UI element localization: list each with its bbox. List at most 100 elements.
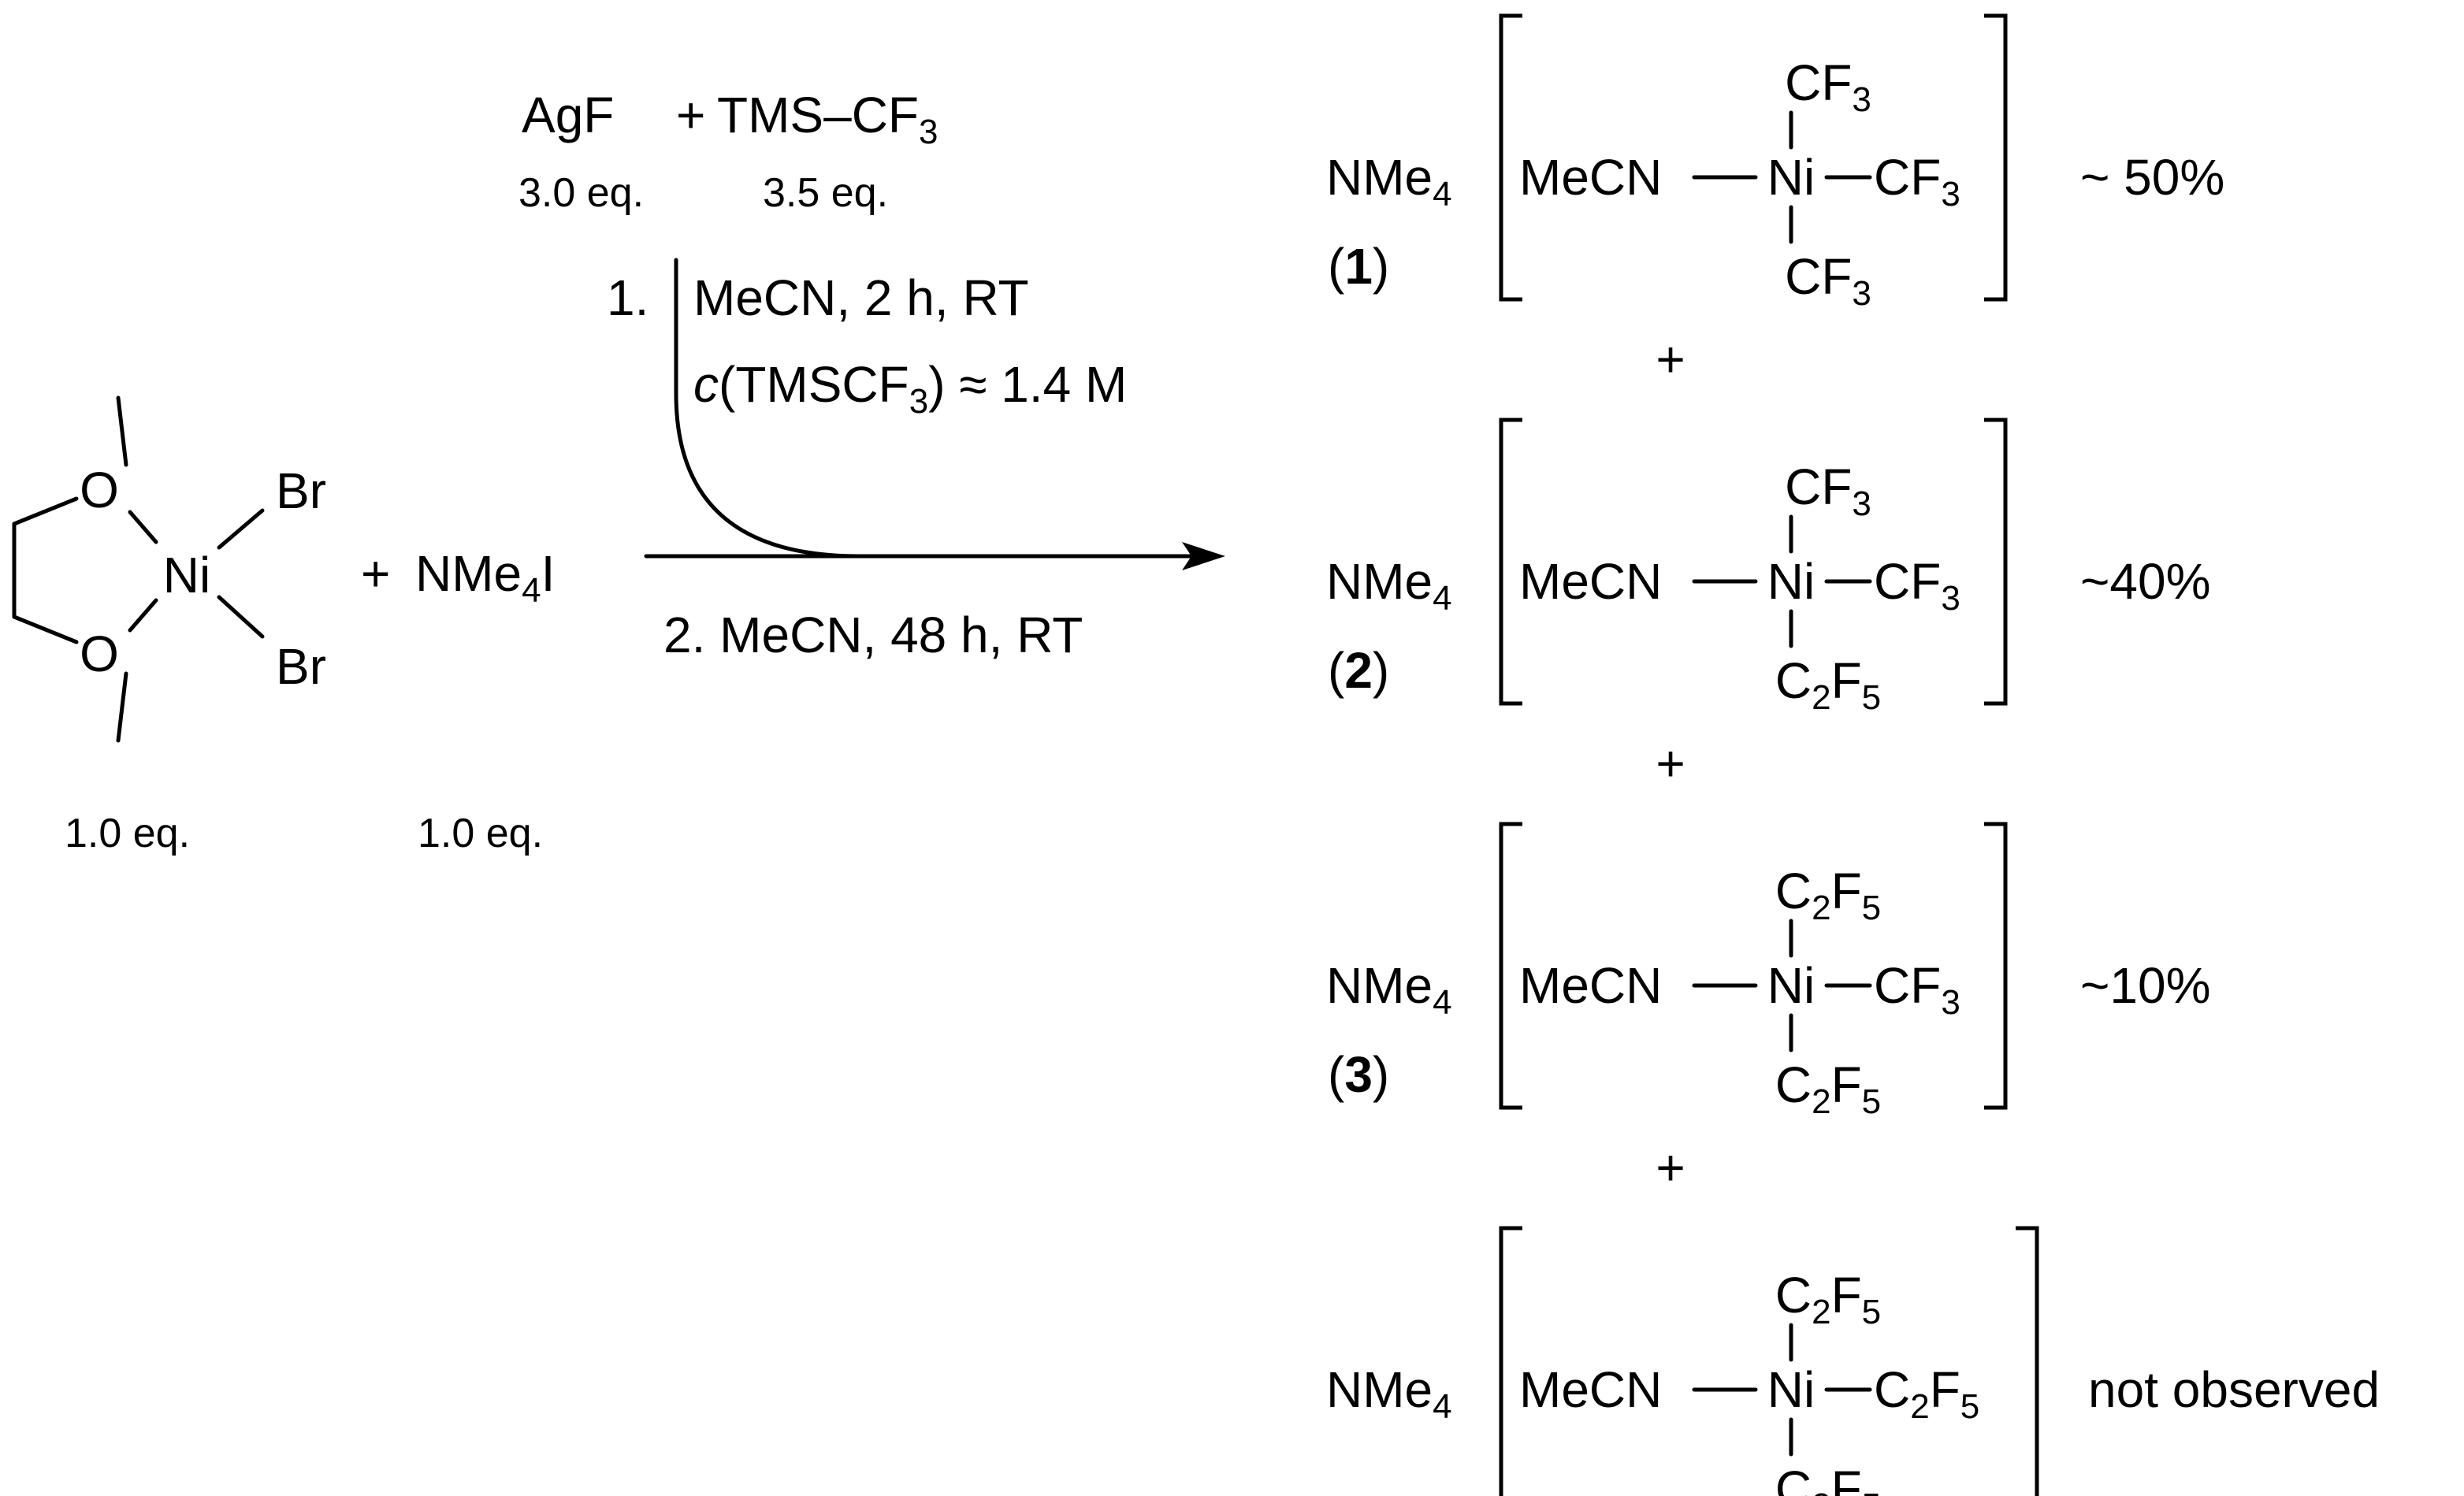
cation-subscript: 4 bbox=[1433, 983, 1451, 1022]
methyl-bond-top bbox=[116, 395, 128, 467]
right-ligand-subscript: 3 bbox=[1941, 983, 1960, 1022]
label-number: 1 bbox=[1344, 238, 1373, 295]
top-ligand-symbol: CF bbox=[1785, 458, 1852, 515]
ni-complex-equivalents: 1.0 eq. bbox=[65, 811, 190, 856]
acetonitrile-ligand: MeCN bbox=[1519, 957, 1662, 1014]
cation-label: NMe4 bbox=[1326, 957, 1452, 1022]
bottom-ligand-symbol: C bbox=[1775, 652, 1812, 709]
top-ligand-subscript-2: 5 bbox=[1862, 889, 1881, 927]
cation-text: NMe bbox=[1326, 957, 1433, 1014]
top-ligand: CF3 bbox=[1785, 458, 1871, 523]
product-unobserved: NMe4MeCNNiC2F5C2F5C2F5not observed bbox=[1326, 1226, 2380, 1496]
right-ligand-symbol: CF bbox=[1874, 553, 1941, 610]
top-ligand: C2F5 bbox=[1775, 1267, 1881, 1331]
nickel-atom: Ni bbox=[1767, 149, 1815, 206]
bottom-ligand-subscript: 2 bbox=[1812, 1082, 1830, 1121]
right-ligand: CF3 bbox=[1874, 149, 1960, 213]
cation-label: NMe4 bbox=[1326, 1361, 1452, 1426]
oxygen-top: O bbox=[80, 462, 119, 518]
agf-label: AgF bbox=[522, 87, 614, 143]
bottom-ligand: C2F5 bbox=[1775, 1056, 1881, 1121]
ni-dme-dibromide: O O Ni Br Br 1.0 eq. bbox=[12, 395, 326, 856]
nickel-atom: Ni bbox=[1767, 553, 1815, 610]
top-ligand: CF3 bbox=[1785, 54, 1871, 119]
och2-bond-bottom bbox=[12, 614, 79, 644]
top-ligand-symbol: CF bbox=[1785, 54, 1852, 111]
label-paren-open: ( bbox=[1328, 238, 1344, 295]
nme4i-text: NMe bbox=[415, 545, 522, 602]
ni-br-bond-top bbox=[217, 508, 265, 550]
reaction-conditions: 1. MeCN, 2 h, RT c(TMSCF3) ≈ 1.4 M 2. Me… bbox=[607, 258, 1225, 663]
cation-subscript: 4 bbox=[1433, 175, 1451, 213]
bottom-ligand-subscript: 3 bbox=[1852, 274, 1871, 313]
top-ligand-subscript-2: 5 bbox=[1862, 1293, 1881, 1331]
nme4i-label: NMe4I bbox=[415, 545, 555, 610]
top-ligand-symbol: C bbox=[1775, 863, 1812, 919]
right-bracket bbox=[2016, 1226, 2039, 1496]
cation-text: NMe bbox=[1326, 553, 1433, 610]
step1-conditions: MeCN, 2 h, RT bbox=[693, 269, 1029, 326]
label-number: 3 bbox=[1344, 1046, 1373, 1103]
right-ligand-symbol: CF bbox=[1874, 957, 1941, 1014]
left-bracket bbox=[1499, 1226, 1522, 1496]
reagent-addition-curve bbox=[674, 258, 861, 559]
right-ligand-symbol: CF bbox=[1874, 149, 1941, 206]
o-ni-bond-top bbox=[128, 510, 158, 544]
yield-label: ~ 50% bbox=[2080, 149, 2224, 206]
reactant-plus: + bbox=[361, 545, 390, 602]
nme4i-iodide: I bbox=[541, 545, 556, 602]
yield-label: ~40% bbox=[2080, 553, 2210, 610]
top-ligand-subscript: 3 bbox=[1852, 484, 1871, 523]
bottom-ligand-subscript: 2 bbox=[1812, 1487, 1830, 1496]
label-paren-close: ) bbox=[1373, 642, 1389, 699]
label-paren-open: ( bbox=[1328, 1046, 1344, 1103]
tms-cf3-subscript: 3 bbox=[919, 113, 938, 151]
bottom-ligand: CF3 bbox=[1785, 248, 1871, 313]
product-plus: + bbox=[1656, 735, 1685, 792]
cation-text: NMe bbox=[1326, 149, 1433, 206]
product-plus: + bbox=[1656, 1139, 1685, 1196]
top-ligand-subscript: 2 bbox=[1812, 1293, 1830, 1331]
bottom-ligand-subscript: 2 bbox=[1812, 678, 1830, 717]
cation-subscript: 4 bbox=[1433, 579, 1451, 618]
tms-cf3-label: TMS–CF3 bbox=[717, 87, 938, 151]
bottom-ligand-symbol: C bbox=[1775, 1461, 1812, 1496]
o-ni-bond-bottom bbox=[128, 598, 158, 633]
right-ligand-symbol-2: F bbox=[1930, 1361, 1960, 1418]
right-ligand-subscript: 2 bbox=[1910, 1387, 1929, 1426]
top-ligand-subscript: 3 bbox=[1852, 80, 1871, 119]
top-reagents: AgF + TMS–CF3 3.0 eq. 3.5 eq. bbox=[518, 87, 938, 216]
right-ligand: CF3 bbox=[1874, 957, 1960, 1022]
top-ligand-symbol: C bbox=[1775, 1267, 1812, 1323]
top-ligand-symbol-2: F bbox=[1831, 863, 1862, 919]
ni-br-bond-bottom bbox=[217, 595, 265, 639]
right-bracket bbox=[1984, 822, 2008, 1110]
label-paren-close: ) bbox=[1373, 238, 1389, 295]
concentration-value: ) ≈ 1.4 M bbox=[928, 356, 1127, 413]
nme4i-subscript: 4 bbox=[522, 571, 541, 610]
acetonitrile-ligand: MeCN bbox=[1519, 1361, 1662, 1418]
bromide-bottom: Br bbox=[276, 638, 326, 695]
right-ligand-symbol: C bbox=[1874, 1361, 1910, 1418]
bottom-ligand-symbol-2: F bbox=[1831, 652, 1862, 709]
bromide-top: Br bbox=[276, 462, 326, 519]
oxygen-bottom: O bbox=[80, 625, 119, 682]
label-paren-close: ) bbox=[1373, 1046, 1389, 1103]
bottom-ligand: C2F5 bbox=[1775, 652, 1881, 717]
cation-text: NMe bbox=[1326, 1361, 1433, 1418]
compound-label: (1) bbox=[1328, 238, 1389, 295]
top-ligand-subscript: 2 bbox=[1812, 889, 1830, 927]
compound-label: (3) bbox=[1328, 1046, 1389, 1103]
bottom-ligand-symbol: C bbox=[1775, 1056, 1812, 1113]
bottom-ligand-subscript-2: 5 bbox=[1862, 1487, 1881, 1496]
right-ligand: CF3 bbox=[1874, 553, 1960, 618]
cation-label: NMe4 bbox=[1326, 149, 1452, 213]
yield-label: not observed bbox=[2088, 1361, 2380, 1418]
left-bracket bbox=[1499, 418, 1522, 706]
step2-conditions: 2. MeCN, 48 h, RT bbox=[663, 607, 1083, 663]
right-ligand: C2F5 bbox=[1874, 1361, 1979, 1426]
right-ligand-subscript-2: 5 bbox=[1960, 1387, 1979, 1426]
